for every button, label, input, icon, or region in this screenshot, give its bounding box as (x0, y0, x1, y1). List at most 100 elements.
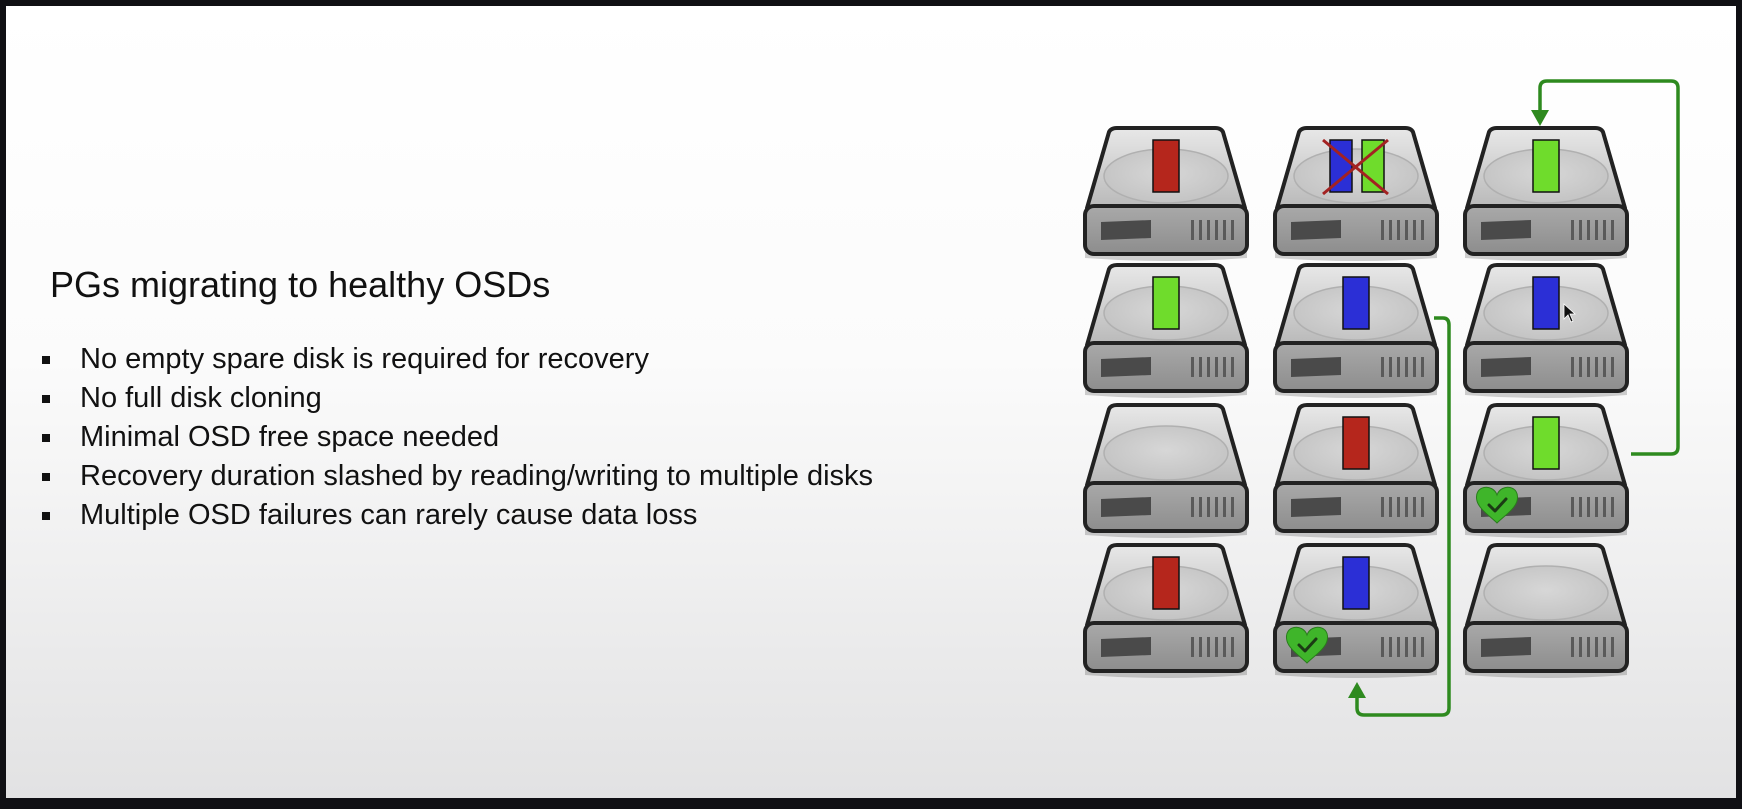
disk-vent-line (1389, 497, 1392, 517)
disk-front (1083, 621, 1249, 673)
pg-green-block (1152, 276, 1180, 330)
disk-vent-line (1611, 220, 1614, 240)
disk-connector (1291, 357, 1341, 377)
disk-vent-line (1571, 637, 1574, 657)
pg-red-block (1152, 139, 1180, 193)
pg-red-block (1342, 416, 1370, 470)
disk-vent-line (1595, 497, 1598, 517)
bullet-list: No empty spare disk is required for reco… (40, 340, 873, 535)
disk-vent-line (1413, 220, 1416, 240)
disk-connector (1291, 220, 1341, 240)
disk-connector (1481, 220, 1531, 240)
disk-vent-line (1413, 637, 1416, 657)
slide-title: PGs migrating to healthy OSDs (50, 264, 551, 305)
pg-green-block (1361, 139, 1385, 193)
disk-platter (1293, 148, 1419, 204)
disk-vent-line (1231, 497, 1234, 517)
migration-arrow-green (1538, 79, 1680, 456)
disk-vent-line (1207, 637, 1210, 657)
disk-vent-line (1611, 637, 1614, 657)
disk-vent-line (1199, 220, 1202, 240)
disk-vent-line (1595, 637, 1598, 657)
disk-connector (1101, 220, 1151, 240)
disk-vent-line (1381, 357, 1384, 377)
disk-vent-line (1215, 357, 1218, 377)
bullet-square-icon (42, 473, 50, 481)
bullet-square-icon (42, 356, 50, 364)
pg-blue-block (1532, 276, 1560, 330)
bullet-item: No empty spare disk is required for reco… (40, 340, 873, 379)
disk-vent-line (1231, 637, 1234, 657)
disk-vent-line (1381, 220, 1384, 240)
bullet-square-icon (42, 512, 50, 520)
slide: PGs migrating to healthy OSDs No empty s… (6, 6, 1736, 798)
disk-front (1273, 341, 1439, 393)
disk-vent-line (1191, 357, 1194, 377)
disk-vent-line (1587, 220, 1590, 240)
osd-disk-r0-c2 (1463, 126, 1629, 261)
bullet-item: Minimal OSD free space needed (40, 418, 873, 457)
disk-front (1463, 341, 1629, 393)
bullet-text: Minimal OSD free space needed (80, 421, 500, 453)
disk-connector (1481, 637, 1531, 657)
disk-vent-line (1413, 357, 1416, 377)
osd-disk-r3-c2 (1463, 543, 1629, 678)
disk-vent-line (1207, 357, 1210, 377)
disk-vent-line (1199, 637, 1202, 657)
heart-check-icon (1286, 626, 1328, 664)
disk-vent-line (1215, 497, 1218, 517)
disk-vent-line (1587, 497, 1590, 517)
disk-vent-line (1587, 637, 1590, 657)
bullet-text: Recovery duration slashed by reading/wri… (80, 460, 874, 492)
disk-vent-line (1231, 357, 1234, 377)
disk-vent-line (1603, 220, 1606, 240)
disk-vent-line (1405, 637, 1408, 657)
disk-vent-line (1199, 357, 1202, 377)
disk-vent-line (1571, 220, 1574, 240)
bullet-text: No full disk cloning (80, 382, 322, 414)
osd-disk-r2-c1 (1273, 403, 1439, 538)
disk-vent-line (1611, 357, 1614, 377)
disk-vent-line (1191, 497, 1194, 517)
disk-connector (1481, 357, 1531, 377)
disk-vent-line (1405, 357, 1408, 377)
osd-disk-r2-c0 (1083, 403, 1249, 538)
disk-vent-line (1207, 220, 1210, 240)
disk-vent-line (1223, 357, 1226, 377)
disk-front (1273, 481, 1439, 533)
migration-arrow-blue (1355, 316, 1451, 717)
disk-front (1273, 204, 1439, 256)
osd-disk-r1-c0 (1083, 263, 1249, 398)
disk-vent-line (1223, 497, 1226, 517)
disk-vent-line (1421, 497, 1424, 517)
disk-vent-line (1191, 220, 1194, 240)
osd-disk-r0-c1 (1273, 126, 1439, 261)
pg-red-block (1152, 556, 1180, 610)
arrowhead-green (1531, 110, 1549, 126)
pg-green-block (1532, 416, 1560, 470)
pg-green-block (1532, 139, 1560, 193)
osd-disk-r1-c2 (1463, 263, 1629, 398)
disk-vent-line (1199, 497, 1202, 517)
disk-vent-line (1421, 637, 1424, 657)
disk-vent-line (1389, 357, 1392, 377)
disk-vent-line (1389, 637, 1392, 657)
disk-vent-line (1223, 637, 1226, 657)
disk-vent-line (1191, 637, 1194, 657)
mouse-cursor-icon (1563, 303, 1577, 323)
disk-connector (1101, 497, 1151, 517)
disk-platter (1103, 425, 1229, 481)
disk-vent-line (1215, 220, 1218, 240)
disk-vent-line (1571, 497, 1574, 517)
disk-vent-line (1389, 220, 1392, 240)
disk-front (1463, 621, 1629, 673)
osd-disk-r3-c1 (1273, 543, 1439, 678)
disk-vent-line (1397, 637, 1400, 657)
disk-connector (1291, 497, 1341, 517)
bullet-square-icon (42, 395, 50, 403)
osd-disk-diagram (1083, 79, 1680, 717)
disk-vent-line (1413, 497, 1416, 517)
osd-disk-r1-c1 (1273, 263, 1439, 398)
disk-vent-line (1579, 220, 1582, 240)
disk-vent-line (1595, 220, 1598, 240)
